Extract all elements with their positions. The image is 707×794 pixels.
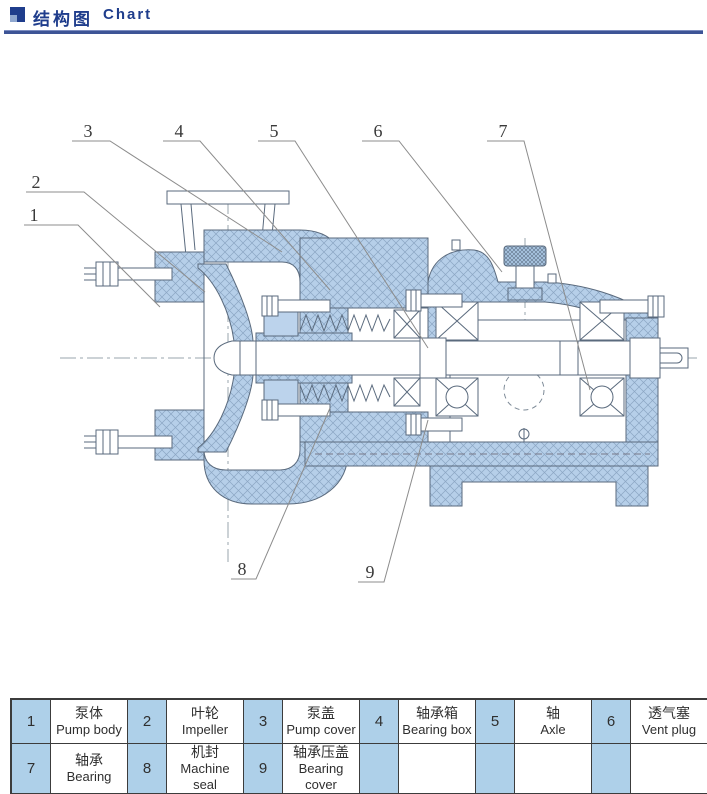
part-name-en: Pump cover — [286, 722, 356, 737]
part-name-en: Bearing cover — [298, 761, 344, 792]
part-number: 6 — [591, 698, 631, 744]
part-number: 1 — [10, 698, 51, 744]
part-name — [398, 743, 476, 794]
part-name: 泵体 Pump body — [50, 698, 128, 744]
part-name-zh: 透气塞 — [648, 705, 690, 721]
shaft-sleeve — [255, 374, 353, 384]
part-number: 3 — [243, 698, 283, 744]
section-bullet-icon — [10, 7, 25, 22]
shaft-sleeve — [255, 332, 353, 342]
bearing-box-right-wall — [625, 317, 659, 445]
part-name: 机封 Machine seal — [166, 743, 244, 794]
part-name-en: Axle — [540, 722, 566, 737]
part-name-zh: 泵体 — [75, 705, 103, 721]
discharge-flange — [166, 190, 290, 257]
header-rule — [4, 30, 703, 34]
parts-table: 1 泵体 Pump body 2 叶轮 Impeller 3 泵盖 Pump c… — [10, 698, 707, 794]
housing-screw-icon — [547, 273, 557, 284]
bearing-cover — [419, 337, 661, 379]
part-name-zh: 轴承 — [75, 752, 103, 768]
table-row: 7 轴承 Bearing 8 机封 Machine seal 9 轴承压盖 Be… — [10, 743, 707, 794]
callout-6: 6 — [374, 121, 383, 141]
part-name-zh: 机封 — [191, 744, 219, 760]
gland-bolt — [261, 295, 331, 317]
part-name: 轴承 Bearing — [50, 743, 128, 794]
part-number: 9 — [243, 743, 283, 794]
housing-bolt — [405, 413, 463, 436]
part-name-zh: 轴承压盖 — [293, 744, 349, 760]
cover-bolt — [599, 295, 665, 318]
part-name: 轴 Axle — [514, 698, 592, 744]
callout-9: 9 — [366, 562, 375, 582]
leader-lines — [24, 140, 591, 583]
part-number: 4 — [359, 698, 399, 744]
callout-5: 5 — [270, 121, 279, 141]
part-number: 8 — [127, 743, 167, 794]
part-name-zh: 轴承箱 — [416, 705, 458, 721]
part-name: 轴承压盖 Bearing cover — [282, 743, 360, 794]
callout-4: 4 — [175, 121, 184, 141]
pump-structure-diagram: 1 2 3 4 5 6 7 8 9 — [24, 121, 700, 583]
table-row: 1 泵体 Pump body 2 叶轮 Impeller 3 泵盖 Pump c… — [10, 698, 707, 744]
gland-bolt — [261, 399, 331, 421]
part-number — [591, 743, 631, 794]
part-name — [514, 743, 592, 794]
part-name: 透气塞 Vent plug — [630, 698, 707, 744]
part-name-en: Machine seal — [180, 761, 230, 792]
suction-flange-bolt — [84, 429, 173, 455]
callout-numbers: 1 2 3 4 5 6 7 8 9 — [30, 121, 508, 582]
part-name — [630, 743, 707, 794]
part-name: 叶轮 Impeller — [166, 698, 244, 744]
housing-screw-icon — [451, 239, 461, 251]
callout-2: 2 — [32, 172, 41, 192]
bolts — [84, 261, 665, 455]
part-name-zh: 泵盖 — [307, 705, 335, 721]
part-number — [359, 743, 399, 794]
vent-plug — [503, 245, 547, 301]
bearing-box-foot — [429, 465, 649, 507]
part-name: 轴承箱 Bearing box — [398, 698, 476, 744]
part-name-en: Impeller — [181, 722, 229, 737]
part-number: 2 — [127, 698, 167, 744]
part-name-zh: 轴 — [546, 705, 560, 721]
section-title-en: Chart — [103, 6, 153, 23]
housing-bolt — [405, 289, 463, 312]
section-header: 结构图 Chart — [0, 0, 707, 40]
part-name-en: Bearing — [66, 769, 112, 784]
part-name: 泵盖 Pump cover — [282, 698, 360, 744]
callout-3: 3 — [84, 121, 93, 141]
callout-7: 7 — [499, 121, 508, 141]
part-number: 5 — [475, 698, 515, 744]
suction-flange-lower — [154, 409, 205, 461]
bearings — [435, 301, 625, 417]
part-name-en: Bearing box — [402, 722, 472, 737]
callout-1: 1 — [30, 205, 39, 225]
mechanical-seal — [263, 309, 421, 407]
parts-legend: 1 泵体 Pump body 2 叶轮 Impeller 3 泵盖 Pump c… — [10, 698, 707, 794]
part-name-zh: 叶轮 — [191, 705, 219, 721]
part-number: 7 — [10, 743, 51, 794]
callout-8: 8 — [238, 559, 247, 579]
part-number — [475, 743, 515, 794]
part-name-en: Pump body — [56, 722, 122, 737]
suction-flange-bolt — [84, 261, 173, 287]
section-title-zh: 结构图 — [33, 10, 93, 29]
part-name-en: Vent plug — [641, 722, 697, 737]
